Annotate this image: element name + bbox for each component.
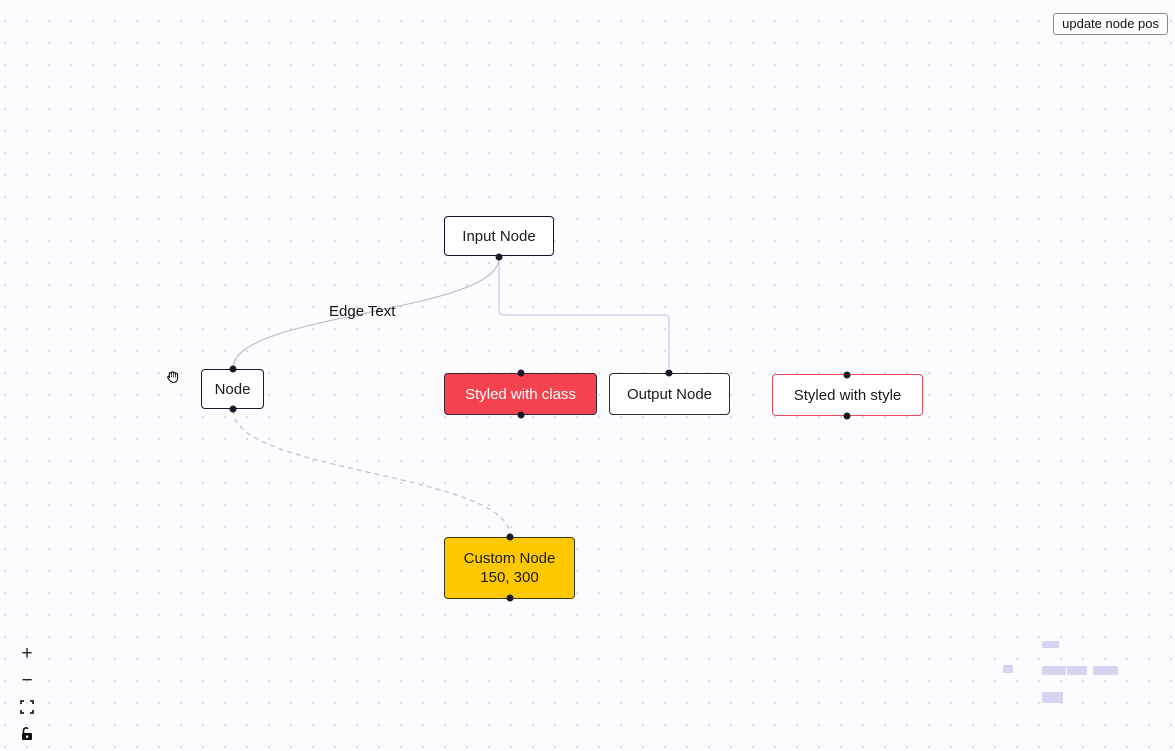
grab-hand-cursor-icon <box>163 368 182 387</box>
minimap-node-custom <box>1042 692 1063 703</box>
minimap-node-class <box>1042 666 1066 675</box>
update-node-pos-button[interactable]: update node pos <box>1053 13 1168 35</box>
handle-custom-bottom[interactable] <box>506 594 514 602</box>
handle-custom-top[interactable] <box>506 533 514 541</box>
flow-controls: + − <box>14 640 40 748</box>
edge-node-to-custom[interactable] <box>232 409 511 537</box>
node-styled-with-style[interactable]: Styled with style <box>772 374 923 416</box>
handle-style-top[interactable] <box>843 371 851 379</box>
handle-style-bottom[interactable] <box>843 412 851 420</box>
handle-class-top[interactable] <box>517 369 525 377</box>
unlock-icon <box>20 727 34 741</box>
node-output-label: Output Node <box>626 385 713 403</box>
node-input-label: Input Node <box>462 227 536 245</box>
handle-node-bottom[interactable] <box>229 405 237 413</box>
node-default[interactable]: Node <box>201 369 264 409</box>
zoom-in-button[interactable]: + <box>14 640 40 666</box>
edge-input-to-output[interactable] <box>498 258 670 368</box>
node-custom-label: Custom Node <box>463 550 556 567</box>
node-custom[interactable]: Custom Node 150, 300 <box>444 537 575 599</box>
node-input[interactable]: Input Node <box>444 216 554 256</box>
minimap[interactable] <box>988 628 1175 751</box>
node-output[interactable]: Output Node <box>609 373 730 415</box>
minimap-node-node <box>1003 665 1013 673</box>
edge-label: Edge Text <box>329 303 396 320</box>
lock-button[interactable] <box>14 721 40 747</box>
minimap-node-style <box>1093 666 1118 675</box>
zoom-out-button[interactable]: − <box>14 667 40 693</box>
handle-input-bottom[interactable] <box>495 253 503 261</box>
fit-view-icon <box>20 700 34 714</box>
handle-node-top[interactable] <box>229 365 237 373</box>
minimap-node-output <box>1067 666 1087 675</box>
minimap-node-input <box>1042 641 1059 648</box>
handle-class-bottom[interactable] <box>517 411 525 419</box>
node-default-label: Node <box>214 380 251 398</box>
node-class-label: Styled with class <box>465 385 576 403</box>
handle-output-top[interactable] <box>665 369 673 377</box>
node-style-label: Styled with style <box>793 386 902 404</box>
fit-view-button[interactable] <box>14 694 40 720</box>
node-custom-sublabel: 150, 300 <box>480 569 539 586</box>
node-styled-with-class[interactable]: Styled with class <box>444 373 597 415</box>
